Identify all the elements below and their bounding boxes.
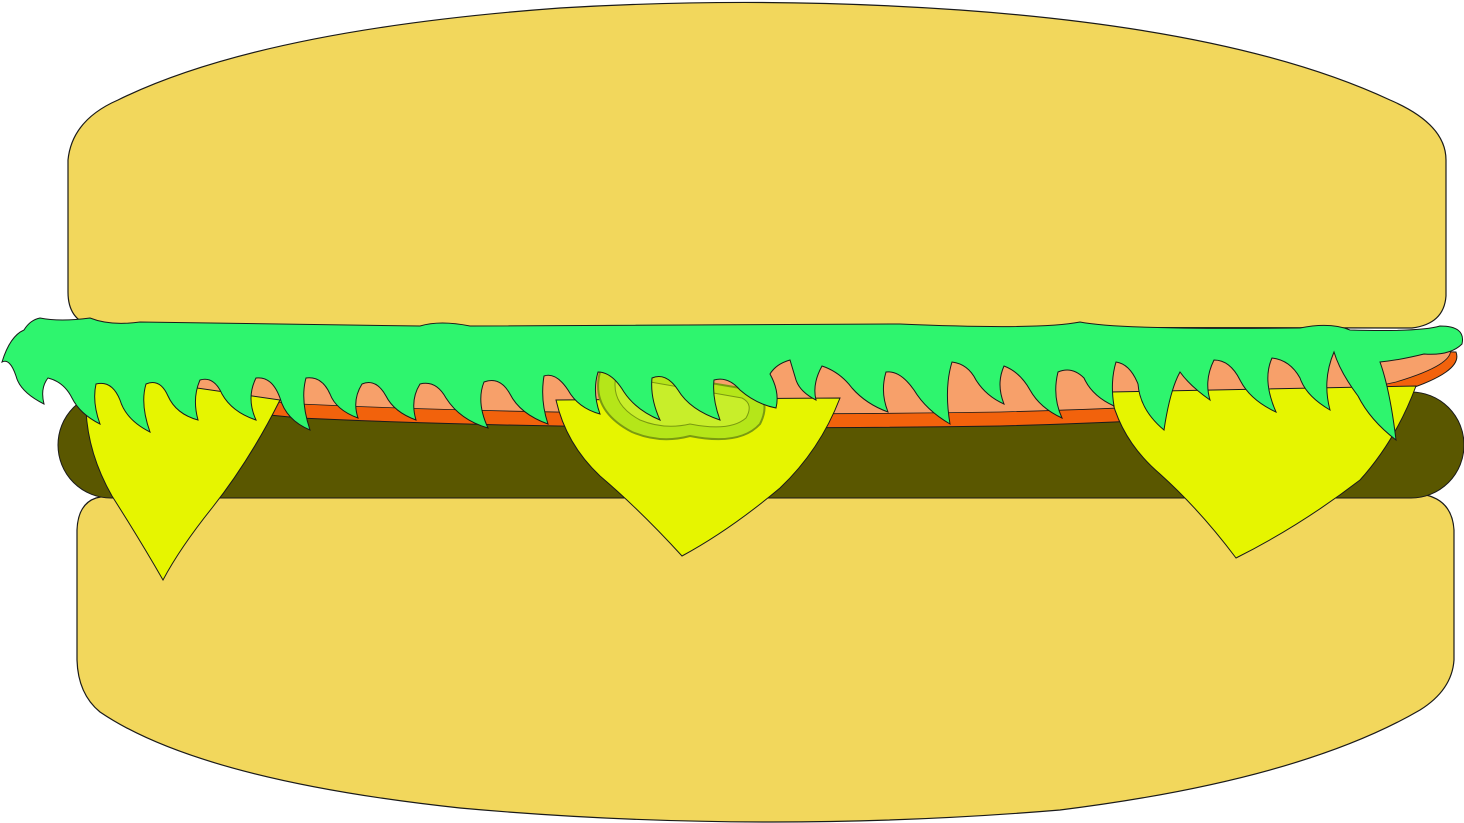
cheese-middle bbox=[555, 397, 841, 557]
bottom-bun bbox=[76, 492, 1455, 823]
lettuce bbox=[1, 317, 1464, 442]
top-bun bbox=[67, 1, 1447, 329]
cheese-left bbox=[85, 371, 281, 582]
cheese-right bbox=[1109, 385, 1417, 559]
